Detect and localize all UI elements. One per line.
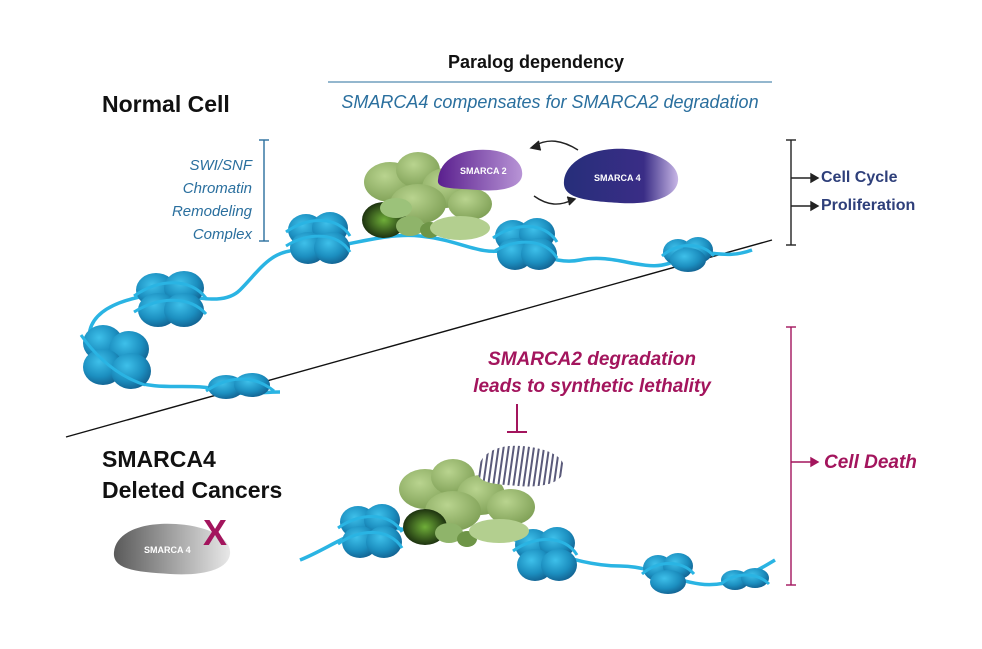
inhibition-symbol [507,404,527,433]
complex-bracket [259,139,269,242]
death-bracket [786,326,796,586]
cancer-label-line: SMARCA4 [102,446,216,472]
diagram-subtitle: SMARCA4 compensates for SMARCA2 degradat… [341,92,759,112]
proliferation-arrow [791,200,820,212]
swi-snf-complex-cancer [399,459,535,547]
cell-death-arrow [791,456,820,468]
deleted-smarca4-protein: SMARCA 4 [113,523,231,575]
smarca2-protein: SMARCA 2 [437,149,523,191]
exchange-arrow-bottom [533,195,577,206]
nucleosome [720,568,771,590]
cancer-label: SMARCA4 Deleted Cancers [102,444,282,506]
section-divider [65,239,773,438]
cancer-label-line: Deleted Cancers [102,477,283,503]
exchange-arrow-top [529,140,579,151]
normal-outcome-bracket [786,139,796,246]
nucleosome [79,325,151,389]
lethality-line: SMARCA2 degradation [488,349,696,370]
nucleosome [641,553,696,594]
cell-cycle-arrow [791,172,820,184]
nucleosome [337,504,404,558]
complex-label: SWI/SNF Chromatin Remodeling Complex [152,154,252,246]
deleted-smarca4-text: SMARCA 4 [144,545,191,555]
complex-label-line: SWI/SNF [189,157,253,174]
cell-death-label: Cell Death [824,452,917,473]
complex-label-line: Complex [192,226,252,243]
lethality-label: SMARCA2 degradation leads to synthetic l… [462,346,722,400]
nucleosome [285,212,352,264]
deleted-x-mark: X [203,512,228,553]
nucleosome [133,271,208,327]
nucleosome [661,237,716,272]
smarca4-protein: SMARCA 4 [563,148,679,204]
nucleosome [205,373,275,399]
complex-label-line: Chromatin [182,180,252,197]
smarca4-text: SMARCA 4 [594,173,641,183]
nucleosome [492,218,559,270]
cell-cycle-label: Cell Cycle [821,169,898,186]
proliferation-label: Proliferation [821,197,916,214]
diagram-title: Paralog dependency [447,52,625,72]
smarca2-text: SMARCA 2 [460,166,507,176]
normal-cell-label: Normal Cell [102,91,230,117]
lethality-line: leads to synthetic lethality [473,376,711,397]
degraded-smarca2 [477,445,565,487]
complex-label-line: Remodeling [171,203,252,220]
